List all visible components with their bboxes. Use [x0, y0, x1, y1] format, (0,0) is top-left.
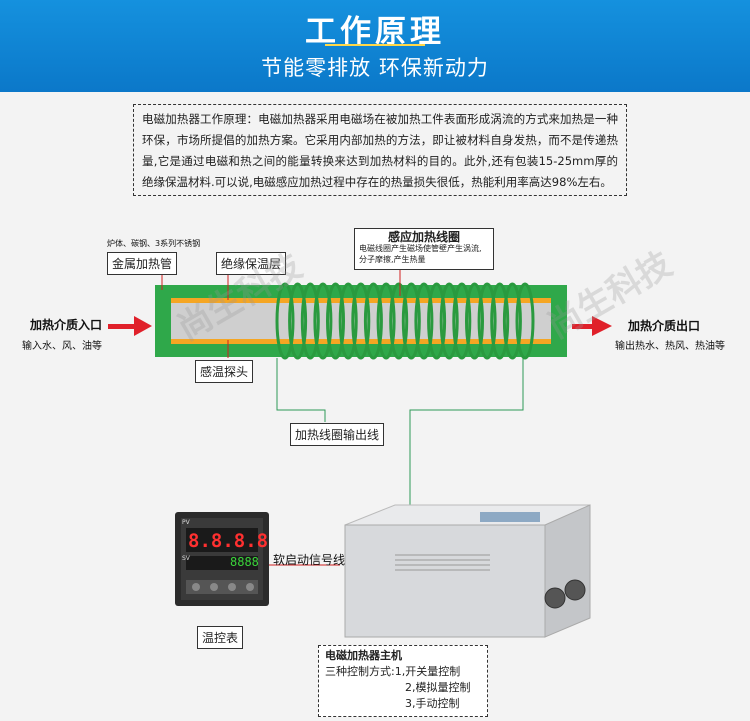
outlet-subtitle: 输出热水、热风、热油等	[615, 341, 725, 352]
pipe-material-note: 炉体、碳钢、3系列不锈钢	[107, 239, 201, 248]
coil-ring	[502, 282, 522, 360]
coil-callout: 感应加热线圈 电磁线圈产生磁场使管壁产生涡流, 分子摩擦,产生热量	[354, 228, 494, 270]
coil-ring	[389, 282, 409, 360]
coil-wire-right	[409, 358, 524, 515]
coil-ring	[351, 282, 371, 360]
coil-ring	[515, 282, 535, 360]
insulation-label: 绝缘保温层	[216, 252, 287, 275]
inlet-arrow	[108, 316, 152, 336]
inlet-title: 加热介质入口	[30, 318, 103, 332]
outlet-title: 加热介质出口	[628, 319, 701, 333]
heating-pipe	[155, 285, 567, 357]
coil-ring	[401, 282, 421, 360]
coil-title: 感应加热线圈	[387, 230, 460, 244]
controller-pv-display: 8.8.8.8	[188, 530, 269, 552]
temp-probe-label: 感温探头	[195, 360, 254, 383]
principle-description: 电磁加热器工作原理：电磁加热器采用电磁场在被加热工件表面形成涡流的方式来加热是一…	[133, 104, 627, 196]
header-banner: 工作原理 节能零排放 环保新动力	[0, 0, 750, 92]
coil-ring	[477, 282, 497, 360]
coil-output-wires	[276, 358, 524, 515]
coil-ring	[452, 282, 472, 360]
coil-ring	[326, 282, 345, 360]
coil-ring	[490, 282, 510, 360]
main-unit-cabinet	[344, 504, 591, 638]
controller-sv-display: 8888	[230, 555, 259, 569]
page-subtitle: 节能零排放 环保新动力	[261, 56, 489, 80]
coil-wire-left	[276, 358, 326, 422]
control-method-3: 3,手动控制	[405, 697, 460, 710]
pipe-inner-channel	[170, 303, 552, 339]
metal-pipe-label: 金属加热管	[107, 252, 178, 275]
controller-sv-label: SV	[182, 555, 190, 562]
temperature-controller	[175, 512, 269, 606]
soft-start-label: 软启动信号线	[273, 553, 346, 567]
coil-ring	[300, 282, 320, 360]
pipe-right-flange	[551, 285, 567, 357]
induction-coil	[275, 282, 535, 360]
coil-ring	[275, 282, 295, 360]
coil-ring	[376, 282, 396, 360]
main-unit-title: 电磁加热器主机	[325, 649, 402, 662]
main-unit-callout: 电磁加热器主机 三种控制方式:1,开关量控制 2,模拟量控制 3,手动控制	[318, 645, 488, 717]
coil-ring	[338, 282, 358, 360]
thermostat-label: 温控表	[197, 626, 244, 649]
coil-ring	[465, 282, 484, 360]
controller-pv-label: PV	[182, 519, 190, 526]
coil-note-2: 分子摩擦,产生热量	[359, 255, 426, 264]
control-method-2: 2,模拟量控制	[405, 681, 471, 694]
control-method-1: 三种控制方式:1,开关量控制	[325, 665, 461, 678]
title-underline	[325, 44, 425, 46]
coil-ring	[414, 282, 434, 360]
coil-ring	[439, 282, 459, 360]
coil-output-label: 加热线圈输出线	[290, 423, 385, 446]
coil-ring	[313, 282, 333, 360]
inlet-subtitle: 输入水、风、油等	[22, 341, 102, 352]
coil-ring	[427, 282, 447, 360]
outlet-arrow	[572, 316, 612, 336]
coil-ring	[363, 282, 383, 360]
coil-ring	[288, 282, 308, 360]
pipe-left-flange	[155, 285, 171, 357]
coil-note-1: 电磁线圈产生磁场使管壁产生涡流,	[359, 244, 482, 253]
